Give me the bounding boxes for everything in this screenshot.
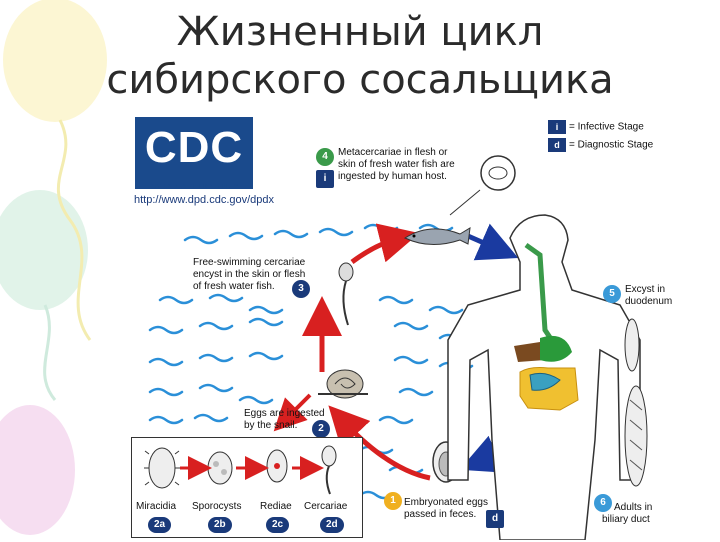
stage-3-label: Free-swimming cercariae encyst in the sk…	[193, 257, 305, 293]
cdc-logo: CDC	[135, 117, 253, 189]
excysted-larva-icon	[624, 318, 640, 372]
stage-6-badge: 6	[594, 494, 612, 512]
stage-4-label: Metacercariae in flesh or skin of fresh …	[338, 147, 455, 183]
legend-infective: i= Infective Stage	[548, 120, 644, 134]
stage-5-line: Excyst in	[625, 284, 666, 295]
stage-1-badge: 1	[384, 492, 402, 510]
stage-4-line: skin of fresh water fish are	[338, 159, 455, 170]
arrow-snail-box	[273, 393, 312, 432]
stage-3-line: of fresh water fish.	[193, 281, 275, 292]
snail-stages-box: Miracidia Sporocysts Rediae Cercariae 2a…	[131, 437, 363, 538]
ribbon	[43, 304, 57, 401]
stage-5-label: Excyst in duodenum	[625, 284, 672, 308]
snail-stage-drawings	[144, 445, 337, 495]
snail-stage-name: Rediae	[260, 501, 292, 512]
fish-icon	[403, 227, 471, 245]
snail-stage-code: 2c	[266, 517, 290, 533]
arrow-egg-to-snail	[328, 405, 431, 481]
stage-4-line: Metacercariae in flesh or	[338, 147, 448, 158]
balloon-green	[0, 190, 88, 310]
stage-5-line: duodenum	[625, 296, 673, 307]
snail-stage-code: 2a	[148, 517, 172, 533]
balloon-pink	[0, 405, 75, 535]
snail-stage-name: Cercariae	[304, 501, 348, 512]
stage-3-line: Free-swimming cercariae	[193, 257, 306, 268]
redia-icon	[266, 449, 288, 483]
snail-stage-name: Miracidia	[136, 501, 177, 512]
infective-icon: i	[548, 120, 566, 134]
arrow-cercaria-to-fish	[350, 223, 420, 265]
legend-diagnostic: d= Diagnostic Stage	[548, 138, 653, 152]
stage-2-line: Eggs are ingested	[244, 408, 325, 419]
stage-6-label: Adults in biliary duct	[602, 502, 652, 526]
cdc-url: http://www.dpd.cdc.gov/dpdx	[134, 194, 275, 206]
miracidium-icon	[144, 447, 180, 489]
snail-stage-code: 2d	[320, 517, 344, 533]
diagnostic-icon: d	[548, 138, 566, 152]
legend-infective-label: = Infective Stage	[569, 121, 644, 133]
sporocyst-icon	[207, 451, 233, 485]
cdc-tagline: SAFER·HEALTHIER·PEOPLE™	[150, 184, 240, 190]
snail-icon	[318, 369, 368, 399]
infective-icon: i	[316, 170, 334, 188]
digestive-tract-icon	[514, 242, 579, 411]
stage-2-label: Eggs are ingested by the snail.	[244, 408, 325, 432]
snail-stage-code: 2b	[208, 517, 232, 533]
cercaria-icon	[321, 445, 337, 495]
cercaria-icon	[338, 262, 354, 326]
stage-1-label: Embryonated eggs passed in feces.	[404, 497, 488, 521]
diagnostic-icon: d	[486, 510, 504, 528]
stage-5-badge: 5	[603, 285, 621, 303]
legend-diagnostic-label: = Diagnostic Stage	[569, 139, 654, 151]
stage-4-line: ingested by human host.	[338, 171, 447, 182]
balloon-yellow	[3, 0, 107, 122]
title-line-2: сибирского сосальщика	[106, 57, 614, 103]
arrow-fish-to-human	[466, 223, 519, 261]
ribbon	[57, 119, 92, 341]
slide-title: Жизненный цикл сибирского сосальщика	[0, 8, 720, 104]
stage-1-line: Embryonated eggs	[404, 497, 488, 508]
adult-fluke-icon	[624, 385, 648, 487]
stage-3-line: encyst in the skin or flesh	[193, 269, 306, 280]
metacercaria-icon	[449, 155, 516, 216]
stage-2-line: by the snail.	[244, 420, 298, 431]
stage-2-badge: 2	[312, 420, 330, 438]
snail-stage-name: Sporocysts	[192, 501, 242, 512]
stage-3-badge: 3	[292, 280, 310, 298]
cdc-logo-text: CDC	[144, 123, 244, 172]
stage-1-line: passed in feces.	[404, 509, 477, 520]
stage-4-badge: 4	[316, 148, 334, 166]
title-line-1: Жизненный цикл	[176, 9, 544, 55]
stage-6-line: Adults in	[614, 502, 653, 513]
stage-6-line: biliary duct	[602, 514, 650, 525]
